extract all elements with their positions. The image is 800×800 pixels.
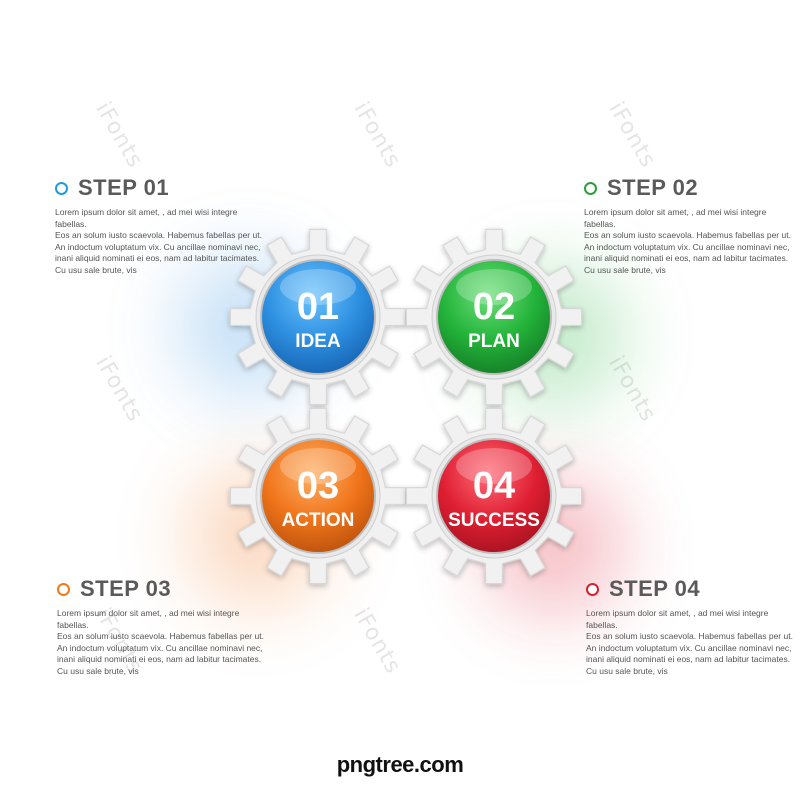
gear-02-label: PLAN — [468, 331, 520, 352]
step-03-dot-icon — [57, 582, 70, 596]
step-04-title: STEP 04 — [609, 576, 701, 601]
gear-03-ball — [260, 438, 376, 554]
step-01: STEP 01 Lorem ipsum dolor sit amet, , ad… — [55, 175, 270, 276]
gear-04-label: SUCCESS — [448, 510, 540, 531]
step-01-dot-icon — [55, 181, 68, 195]
gear-02-ball — [436, 259, 552, 375]
step-03-description: Lorem ipsum dolor sit amet, , ad mei wis… — [57, 608, 264, 676]
step-03: STEP 03 Lorem ipsum dolor sit amet, , ad… — [57, 576, 272, 677]
step-04-description: Lorem ipsum dolor sit amet, , ad mei wis… — [586, 608, 793, 676]
gear-03-highlight — [280, 448, 356, 484]
step-02-title: STEP 02 — [607, 175, 699, 200]
step-02: STEP 02 Lorem ipsum dolor sit amet, , ad… — [584, 175, 799, 276]
step-01-description: Lorem ipsum dolor sit amet, , ad mei wis… — [55, 207, 262, 275]
gear-04-highlight — [456, 448, 532, 484]
gear-01-label: IDEA — [295, 331, 341, 352]
gear-03-number: 03 — [297, 465, 339, 507]
gear-01-ball — [260, 259, 376, 375]
gear-01-highlight — [280, 269, 356, 305]
step-04: STEP 04 Lorem ipsum dolor sit amet, , ad… — [586, 576, 800, 677]
step-04-dot-icon — [586, 582, 599, 596]
step-03-title: STEP 03 — [80, 576, 172, 601]
step-02-description: Lorem ipsum dolor sit amet, , ad mei wis… — [584, 207, 791, 275]
gear-04-ball — [436, 438, 552, 554]
step-01-title: STEP 01 — [78, 175, 170, 200]
gear-02-number: 02 — [473, 286, 515, 328]
brand-logo: pngtree.com — [336, 752, 464, 777]
step-02-dot-icon — [584, 181, 597, 195]
gear-03-label: ACTION — [282, 510, 355, 531]
gear-01-number: 01 — [297, 286, 339, 328]
gear-04-number: 04 — [473, 465, 515, 507]
gear-02-highlight — [456, 269, 532, 305]
